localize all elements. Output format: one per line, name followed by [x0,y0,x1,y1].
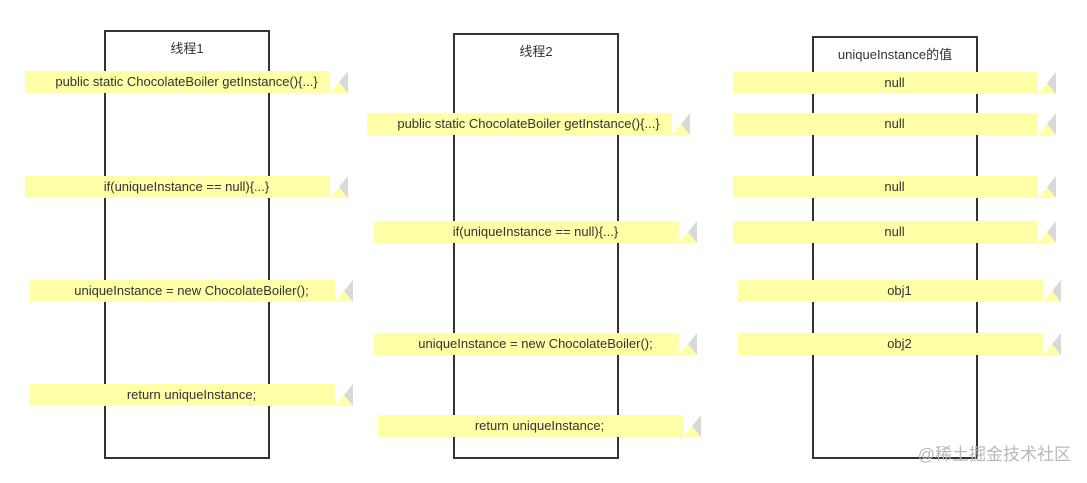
thread2-title: 线程2 [519,44,553,59]
thread2-note-return: return uniqueInstance; [378,415,701,437]
value-note-1: null [733,72,1056,94]
thread1-note-new-instance: uniqueInstance = new ChocolateBoiler(); [30,280,353,302]
thread2-note-if-null: if(uniqueInstance == null){...} [374,221,697,243]
thread2-lane: 线程2 [453,33,619,459]
thread1-lane: 线程1 [104,30,270,459]
thread1-note-return: return uniqueInstance; [30,384,353,406]
watermark: @稀土掘金技术社区 [917,445,1071,464]
value-lane: uniqueInstance的值 [812,36,978,459]
value-title: uniqueInstance的值 [837,47,953,62]
thread2-note-new-instance: uniqueInstance = new ChocolateBoiler(); [374,333,697,355]
value-note-5: obj1 [738,280,1061,302]
thread1-title: 线程1 [170,41,204,56]
value-note-2: null [733,113,1056,135]
thread2-note-getinstance: public static ChocolateBoiler getInstanc… [367,113,690,135]
value-note-4: null [733,221,1056,243]
value-note-3: null [733,176,1056,198]
value-note-6: obj2 [738,333,1061,355]
thread1-note-if-null: if(uniqueInstance == null){...} [25,176,348,198]
thread1-note-getinstance: public static ChocolateBoiler getInstanc… [25,71,348,93]
